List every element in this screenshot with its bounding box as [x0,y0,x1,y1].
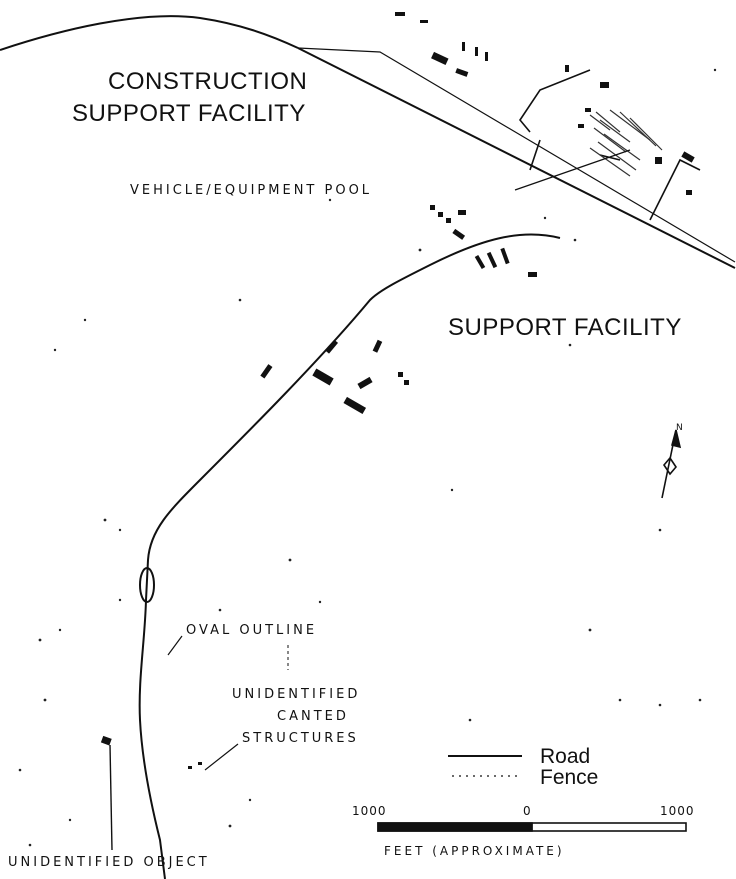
label-canted-line1: UNIDENTIFIED [232,687,361,702]
legend-fence-label: Fence [540,766,599,789]
north-arrow-icon [661,429,682,499]
label-construction-line1: CONSTRUCTION [108,68,308,95]
label-canted-line2: CANTED [277,709,349,724]
label-vehicle-pool: VEHICLE/EQUIPMENT POOL [130,183,373,198]
label-unidentified-object: UNIDENTIFIED OBJECT [8,855,210,870]
road-main [138,233,561,879]
legend-road-label: Road [540,745,591,768]
scale-unit-label: FEET (APPROXIMATE) [384,844,565,858]
structures [100,12,695,769]
scale-right-label: 1000 [660,804,695,818]
road-diagonal-parallel [297,47,736,263]
vehicle-pool-hatching [589,109,663,177]
leader-canted [204,743,239,771]
road-north-arc [0,15,299,51]
north-label: N [676,423,683,433]
label-support-facility: SUPPORT FACILITY [448,314,682,341]
label-construction-line2: SUPPORT FACILITY [72,100,306,127]
oval-outline-shape [139,567,155,603]
road-diagonal [297,47,736,269]
scale-mid-label: 0 [523,804,532,818]
leader-object [109,744,113,851]
pool-enclosure [519,69,701,221]
label-oval-outline: OVAL OUTLINE [186,623,318,638]
label-canted-line3: STRUCTURES [242,731,359,746]
leader-oval [167,635,183,656]
scale-left-label: 1000 [352,804,387,818]
map-speckles [18,68,717,847]
scale-bar [377,822,687,832]
leader-vehicle-pool [514,149,631,191]
